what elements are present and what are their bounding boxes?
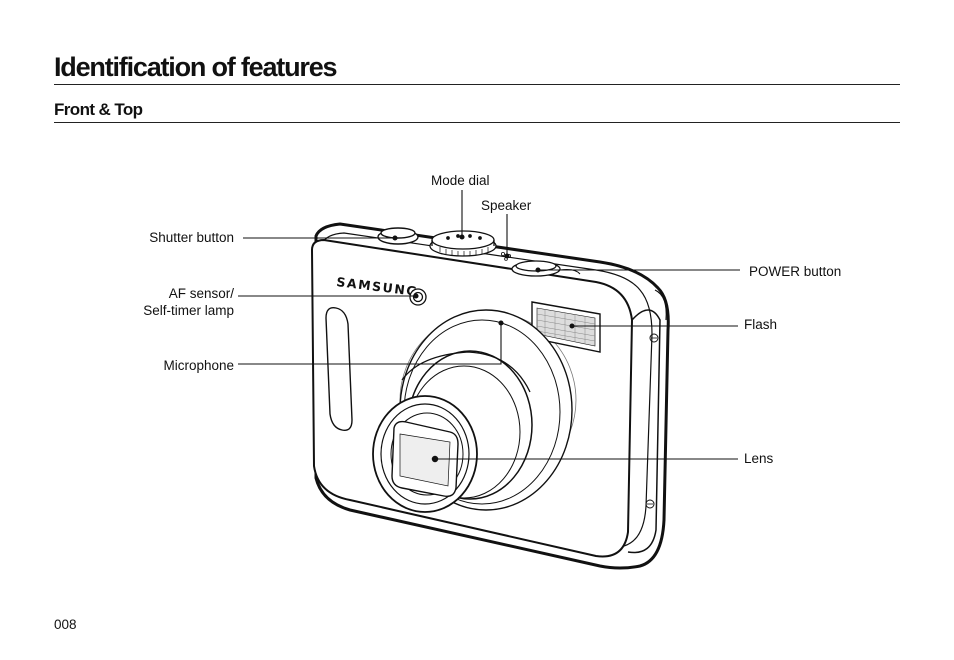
- flash-window: [531, 301, 601, 353]
- callout-lens: Lens: [744, 451, 774, 466]
- mode-dial: [429, 230, 497, 257]
- section-divider: [54, 122, 900, 123]
- page-title: Identification of features: [54, 52, 338, 82]
- callout-shutter-button: Shutter button: [149, 230, 234, 245]
- callout-speaker: Speaker: [481, 198, 532, 213]
- section-title: Front & Top: [54, 100, 143, 119]
- title-divider: [54, 84, 900, 85]
- callout-flash: Flash: [744, 317, 778, 332]
- callout-af-sensor-line2: Self-timer lamp: [143, 303, 234, 318]
- callout-lines: [238, 190, 740, 460]
- callout-power-button: POWER button: [749, 264, 842, 279]
- callout-microphone: Microphone: [163, 358, 234, 373]
- callout-mode-dial: Mode dial: [431, 173, 490, 188]
- lens-assembly: [372, 309, 573, 513]
- shutter-button: [377, 227, 419, 245]
- page-number: 008: [54, 617, 77, 632]
- callout-af-sensor-line1: AF sensor/: [168, 286, 234, 301]
- callout-af-sensor: AF sensor/ Self-timer lamp: [143, 285, 234, 319]
